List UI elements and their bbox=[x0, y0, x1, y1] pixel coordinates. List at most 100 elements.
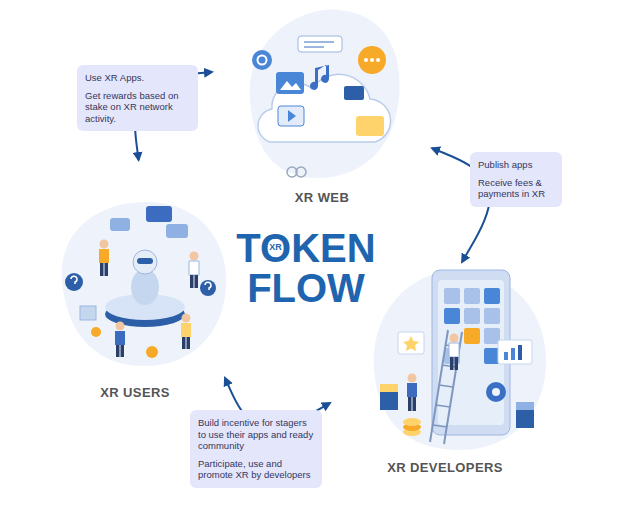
illustration-part bbox=[344, 86, 364, 100]
illustration-part bbox=[189, 261, 199, 275]
illustration-part bbox=[398, 332, 424, 354]
illustration-part bbox=[205, 282, 211, 290]
illustration-part bbox=[464, 288, 480, 304]
illustration-part bbox=[518, 345, 522, 360]
illustration-part bbox=[492, 388, 500, 396]
web-illustration bbox=[250, 10, 400, 178]
illustration-part bbox=[187, 337, 191, 349]
illustration-part bbox=[364, 58, 368, 62]
illustration-part bbox=[195, 275, 199, 288]
illustration-part bbox=[296, 167, 306, 177]
illustration-part bbox=[310, 65, 329, 90]
illustration-part bbox=[408, 397, 412, 411]
illustration-node: XR WEB bbox=[212, 2, 432, 205]
illustration-part bbox=[304, 46, 324, 48]
callout-text: Receive fees & payments in XR bbox=[478, 177, 554, 200]
illustration-part bbox=[484, 308, 500, 324]
illustration-part bbox=[100, 263, 104, 276]
illustration-part bbox=[115, 331, 125, 345]
illustration-part bbox=[146, 346, 158, 358]
illustration-part bbox=[380, 384, 398, 392]
illustration-part bbox=[133, 250, 157, 274]
illustration-part bbox=[304, 41, 334, 43]
illustration-part bbox=[190, 252, 199, 261]
illustration-part bbox=[356, 116, 384, 136]
illustration-part bbox=[65, 273, 83, 291]
illustration-part bbox=[116, 322, 125, 331]
illustration-part bbox=[276, 72, 304, 94]
callout-text: Build incentive for stagers to use their… bbox=[198, 417, 314, 452]
diagram-title: TOKEN FLOW bbox=[226, 228, 386, 308]
illustration-part bbox=[91, 327, 101, 337]
illustration-part bbox=[498, 340, 532, 364]
illustration-node: XR USERS bbox=[45, 160, 225, 400]
illustration-part bbox=[166, 224, 188, 238]
illustration-part bbox=[288, 110, 296, 122]
illustration-part bbox=[80, 306, 96, 320]
callout-box: Use XR Apps. Get rewards based on stake o… bbox=[77, 65, 198, 131]
illustration-part bbox=[358, 46, 386, 74]
illustration-part bbox=[71, 276, 77, 284]
illustration-part bbox=[99, 249, 109, 263]
callout-text: Get rewards based on stake on XR network… bbox=[85, 90, 190, 125]
illustration-part bbox=[450, 357, 454, 370]
illustration-part bbox=[516, 402, 534, 410]
illustration-part bbox=[455, 357, 459, 370]
illustration-part bbox=[450, 334, 459, 343]
illustration-part bbox=[464, 308, 480, 324]
illustration-part bbox=[408, 374, 417, 383]
illustration-part bbox=[436, 405, 450, 407]
users-illustration bbox=[62, 202, 226, 366]
illustration-part bbox=[403, 418, 421, 426]
illustration-part bbox=[433, 425, 447, 427]
illustration-part bbox=[137, 258, 153, 264]
illustration-part bbox=[99, 240, 109, 277]
callout-text: Participate, use and promote XR by devel… bbox=[198, 458, 314, 481]
illustration-part bbox=[504, 352, 508, 360]
illustration-part bbox=[190, 275, 194, 288]
illustration-part bbox=[110, 218, 130, 231]
illustration-part bbox=[100, 240, 109, 249]
callout-text: Publish apps bbox=[478, 159, 554, 171]
illustration-part bbox=[403, 336, 419, 351]
callout-box: Publish appsReceive fees & payments in X… bbox=[470, 152, 562, 207]
node-label: XR WEB bbox=[295, 190, 349, 205]
illustration-part bbox=[449, 343, 459, 357]
illustration-part bbox=[380, 392, 398, 410]
illustration-part bbox=[370, 58, 374, 62]
illustration-part bbox=[449, 334, 459, 371]
illustration-part bbox=[278, 106, 304, 126]
callout-box: Build incentive for stagers to use their… bbox=[190, 410, 322, 488]
illustration-part bbox=[146, 206, 172, 222]
illustration-part bbox=[516, 410, 534, 428]
illustration-part bbox=[182, 337, 186, 349]
illustration-part bbox=[444, 288, 460, 304]
illustration-part bbox=[407, 374, 417, 412]
illustration-part bbox=[62, 202, 226, 366]
illustration-part bbox=[486, 382, 506, 402]
node-label: XR DEVELOPERS bbox=[387, 460, 503, 475]
illustration-part bbox=[200, 280, 216, 296]
illustration-part bbox=[484, 288, 500, 304]
illustration-part bbox=[413, 397, 417, 411]
illustration-part bbox=[464, 328, 480, 344]
callout-text: Use XR Apps. bbox=[85, 72, 190, 84]
illustration-part bbox=[258, 56, 267, 65]
illustration-part bbox=[116, 345, 120, 357]
illustration-part bbox=[439, 385, 453, 387]
node-label: XR USERS bbox=[100, 385, 170, 400]
illustration-part bbox=[189, 252, 199, 289]
illustration-part bbox=[252, 50, 272, 70]
illustration-part bbox=[182, 314, 191, 323]
illustration-part bbox=[181, 314, 191, 350]
illustration-part bbox=[280, 81, 301, 90]
illustration-part bbox=[121, 345, 125, 357]
illustration-part bbox=[298, 36, 342, 52]
illustration-part bbox=[374, 270, 546, 450]
illustration-part bbox=[407, 383, 417, 397]
illustration-part bbox=[438, 280, 504, 425]
illustration-part bbox=[181, 323, 191, 337]
developers-illustration bbox=[374, 270, 546, 450]
illustration-part bbox=[442, 365, 456, 367]
